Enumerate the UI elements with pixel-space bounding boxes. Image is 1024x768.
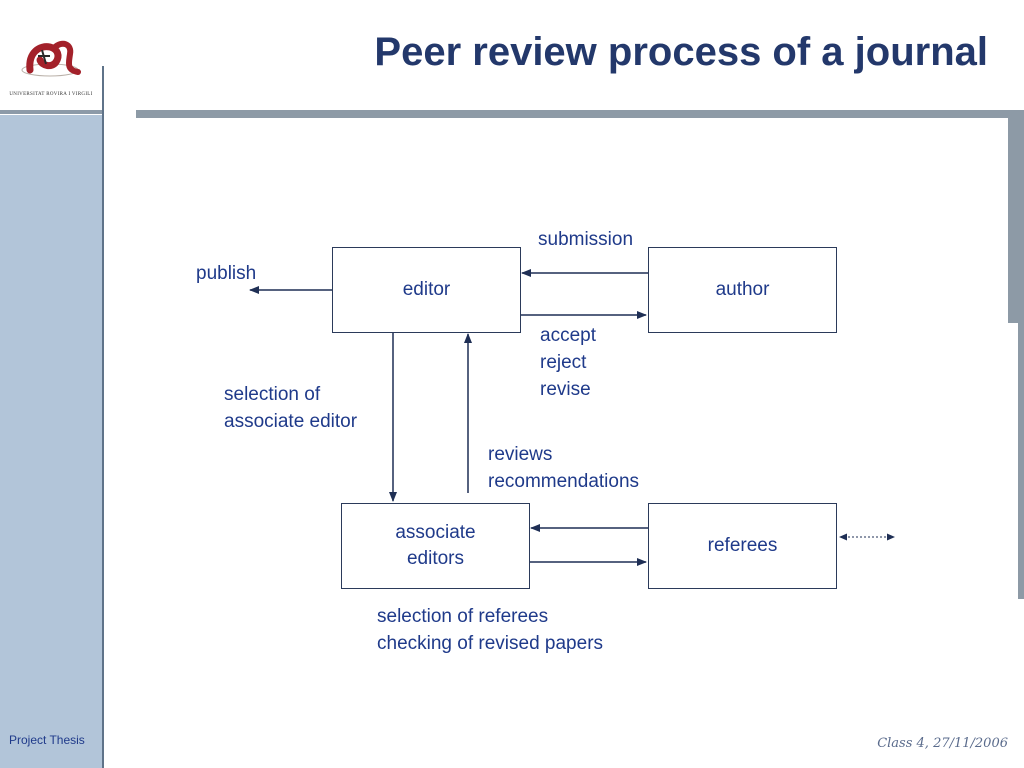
reviews-label-line1: reviews <box>488 444 553 465</box>
header-rule-left <box>0 110 102 114</box>
slide-title: Peer review process of a journal <box>374 30 988 74</box>
reviews-label-line2: recommendations <box>488 471 640 492</box>
decision-label-revise: revise <box>540 379 591 400</box>
editor-label: editor <box>402 279 451 300</box>
logo-caption: UNIVERSITAT ROVIRA I VIRGILI <box>9 92 93 97</box>
selection-label-line2: associate editor <box>224 411 358 432</box>
right-frame-bar <box>1008 118 1024 323</box>
editor-box: editor <box>332 247 521 333</box>
author-label: author <box>715 279 770 300</box>
selection-label-line1: selection of <box>224 384 321 405</box>
decision-label-accept: accept <box>540 325 596 346</box>
footer-date-label: Class 4, 27/11/2006 <box>877 736 1008 751</box>
logo-emblem-icon <box>21 40 81 77</box>
footer-project-label: Project Thesis <box>9 733 85 747</box>
associate-editors-box: associate editors <box>341 503 530 589</box>
publish-label: publish <box>196 263 257 284</box>
sidebar-panel <box>0 115 102 768</box>
right-frame-bar-lower <box>1018 323 1024 599</box>
referee-tasks-label-line1: selection of referees <box>377 606 549 627</box>
referees-label: referees <box>707 535 778 556</box>
associate-editors-label-line1: associate <box>395 522 476 543</box>
sidebar-edge <box>102 66 104 768</box>
title-underline-bar <box>136 110 1024 118</box>
associate-editors-label-line2: editors <box>406 548 465 569</box>
submission-label: submission <box>538 229 634 250</box>
author-box: author <box>648 247 837 333</box>
decision-label-reject: reject <box>540 352 587 373</box>
university-logo <box>0 0 102 110</box>
referees-box: referees <box>648 503 837 589</box>
referee-tasks-label-line2: checking of revised papers <box>377 633 604 654</box>
